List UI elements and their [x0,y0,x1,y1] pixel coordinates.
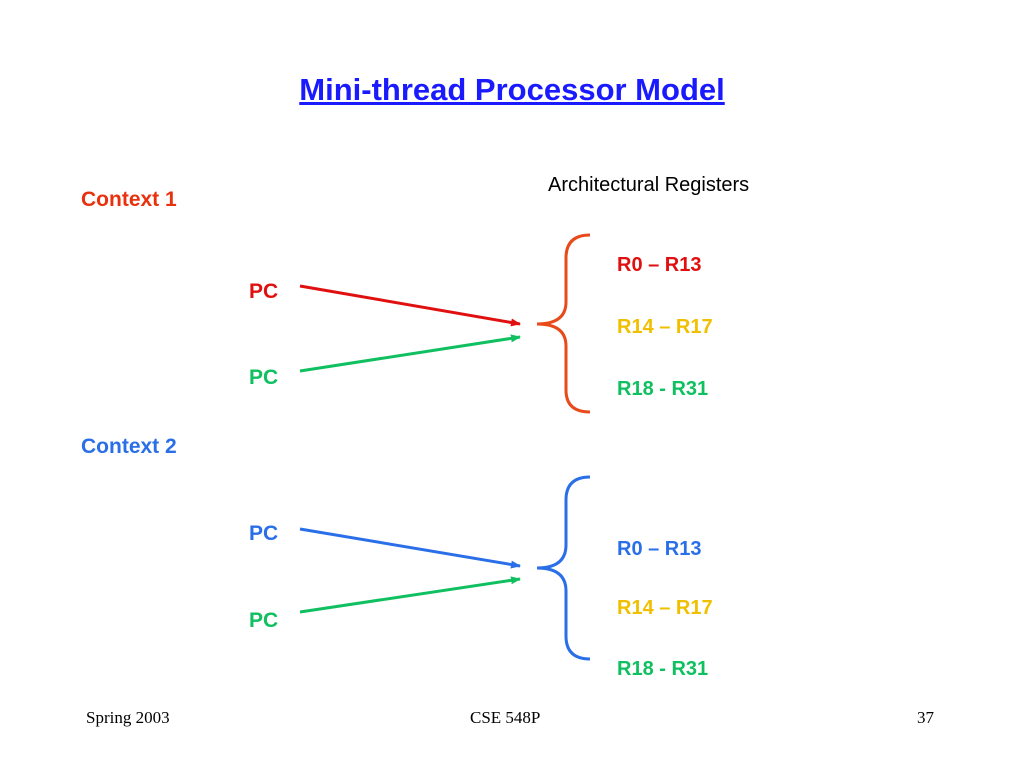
context1-register-group-2: R14 – R17 [617,316,713,338]
context2-pc-bottom-arrow [299,576,521,614]
context2-label: Context 2 [81,435,177,458]
footer-left: Spring 2003 [86,708,170,727]
context2-register-group-3: R18 - R31 [617,658,709,680]
context1-label: Context 1 [81,188,177,211]
registers-heading: Architectural Registers [548,174,750,196]
context1-pc-bottom: PC [249,366,279,389]
context2-register-brace [536,475,591,661]
context2-register-group-2: R14 – R17 [617,597,713,619]
context1-pc-top-arrow [299,284,521,327]
context1-pc-top: PC [249,280,279,303]
context2-pc-bottom: PC [249,609,279,632]
footer-center: CSE 548P [470,708,541,727]
footer-right: 37 [917,708,934,727]
context1-register-group-3: R18 - R31 [617,378,709,400]
slide-title: Mini-thread Processor Model [299,72,725,107]
context2-register-group-1: R0 – R13 [617,538,702,560]
context2-pc-top: PC [249,522,279,545]
context1-register-group-1: R0 – R13 [617,254,702,276]
context1-register-brace [536,233,591,414]
context2-pc-top-arrow [299,527,521,569]
context1-pc-bottom-arrow [299,334,521,373]
